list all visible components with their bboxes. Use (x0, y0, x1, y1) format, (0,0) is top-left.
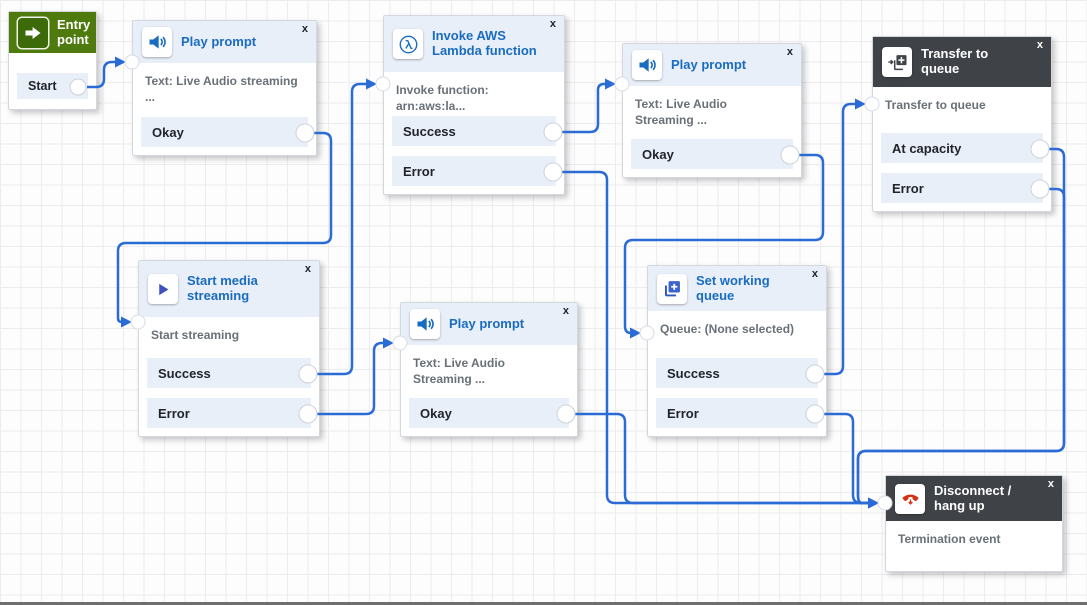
output-label: Error (158, 405, 190, 421)
output-row: Error (147, 398, 311, 428)
node-description: Text: Live Audio Streaming ... (635, 97, 728, 127)
node-header: Start media streaming x (139, 261, 319, 317)
output-row: Error (656, 398, 818, 428)
connection-line-sms-success-to-lambda[interactable] (317, 78, 377, 376)
node-description: Start streaming (151, 328, 240, 342)
output-row: Success (656, 358, 818, 388)
arrow-right-icon (18, 17, 48, 48)
output-label: Error (667, 405, 699, 421)
output-label: Success (403, 123, 456, 139)
connection-line-swq-success-to-tq[interactable] (824, 98, 866, 376)
close-icon[interactable]: x (562, 305, 569, 317)
node-title: Disconnect / hang up (934, 482, 1012, 513)
node-title: Play prompt (671, 56, 747, 72)
output-row: Okay (631, 139, 793, 169)
output-row: Success (147, 358, 311, 388)
output-row: Okay (409, 398, 569, 428)
output-row: At capacity (881, 133, 1043, 163)
node-description: Transfer to queue (885, 98, 986, 112)
close-icon[interactable]: x (1047, 478, 1054, 490)
play-icon (148, 274, 178, 304)
node-description: Termination event (898, 532, 1001, 546)
close-icon[interactable]: x (786, 46, 793, 58)
node-title: Set working queue (696, 272, 770, 303)
close-icon[interactable]: x (811, 268, 818, 280)
node-header: Play prompt x (401, 303, 577, 345)
close-icon[interactable]: x (304, 263, 311, 275)
node-description: Text: Live Audio streaming ... (145, 74, 298, 104)
output-row: Success (392, 116, 556, 146)
speaker-icon (142, 27, 172, 57)
output-label: Okay (642, 146, 674, 162)
node-header: Play prompt x (133, 21, 316, 63)
output-label: Success (667, 365, 720, 381)
canvas-bottom-edge (0, 602, 1087, 605)
node-title: Transfer to queue (921, 46, 989, 76)
output-label: Error (892, 180, 924, 196)
node-outputs: Okay (631, 139, 793, 169)
close-icon[interactable]: x (1036, 39, 1043, 51)
node-outputs: Start (17, 73, 88, 99)
node-title: Invoke AWS Lambda function (432, 28, 537, 58)
close-icon[interactable]: x (549, 18, 556, 30)
node-description: Invoke function: arn:aws:la... (396, 83, 489, 113)
node-header: Entry point (9, 12, 96, 53)
node-header: Invoke AWS Lambda function x (384, 16, 564, 72)
output-row: Okay (141, 117, 308, 147)
phone-hangup-icon (895, 483, 925, 514)
node-outputs: Okay (141, 117, 308, 147)
output-label: At capacity (892, 140, 962, 156)
node-title: Play prompt (449, 315, 525, 331)
node-title: Start media streaming (187, 273, 258, 303)
connection-line-sms-error-to-pp_mid[interactable] (317, 337, 394, 416)
lambda-icon (393, 29, 423, 59)
node-description: Queue: (None selected) (660, 322, 795, 336)
node-header: Set working queue x (648, 266, 826, 311)
node-header: Disconnect / hang up x (886, 476, 1062, 521)
node-outputs: Okay (409, 398, 569, 428)
set-queue-icon (657, 273, 687, 304)
node-title: Entry point (57, 16, 91, 47)
output-label: Okay (420, 405, 452, 421)
node-title: Play prompt (181, 33, 257, 49)
output-label: Success (158, 365, 211, 381)
node-header: Play prompt x (623, 44, 801, 86)
output-row: Start (17, 73, 88, 99)
speaker-icon (632, 50, 662, 80)
output-row: Error (392, 156, 556, 186)
output-row: Error (881, 173, 1043, 203)
output-label: Error (403, 163, 435, 179)
node-description: Text: Live Audio Streaming ... (413, 356, 506, 386)
connection-line-lambda-success-to-pp_tr[interactable] (562, 78, 616, 134)
connection-line-tq-error-to-disc[interactable] (856, 187, 1066, 509)
output-label: Okay (152, 124, 184, 140)
transfer-queue-icon (882, 47, 912, 77)
speaker-icon (410, 309, 440, 339)
connection-line-swq-error-to-disc[interactable] (824, 412, 879, 509)
close-icon[interactable]: x (301, 23, 308, 35)
output-label: Start (28, 79, 57, 93)
node-header: Transfer to queue x (873, 37, 1051, 87)
